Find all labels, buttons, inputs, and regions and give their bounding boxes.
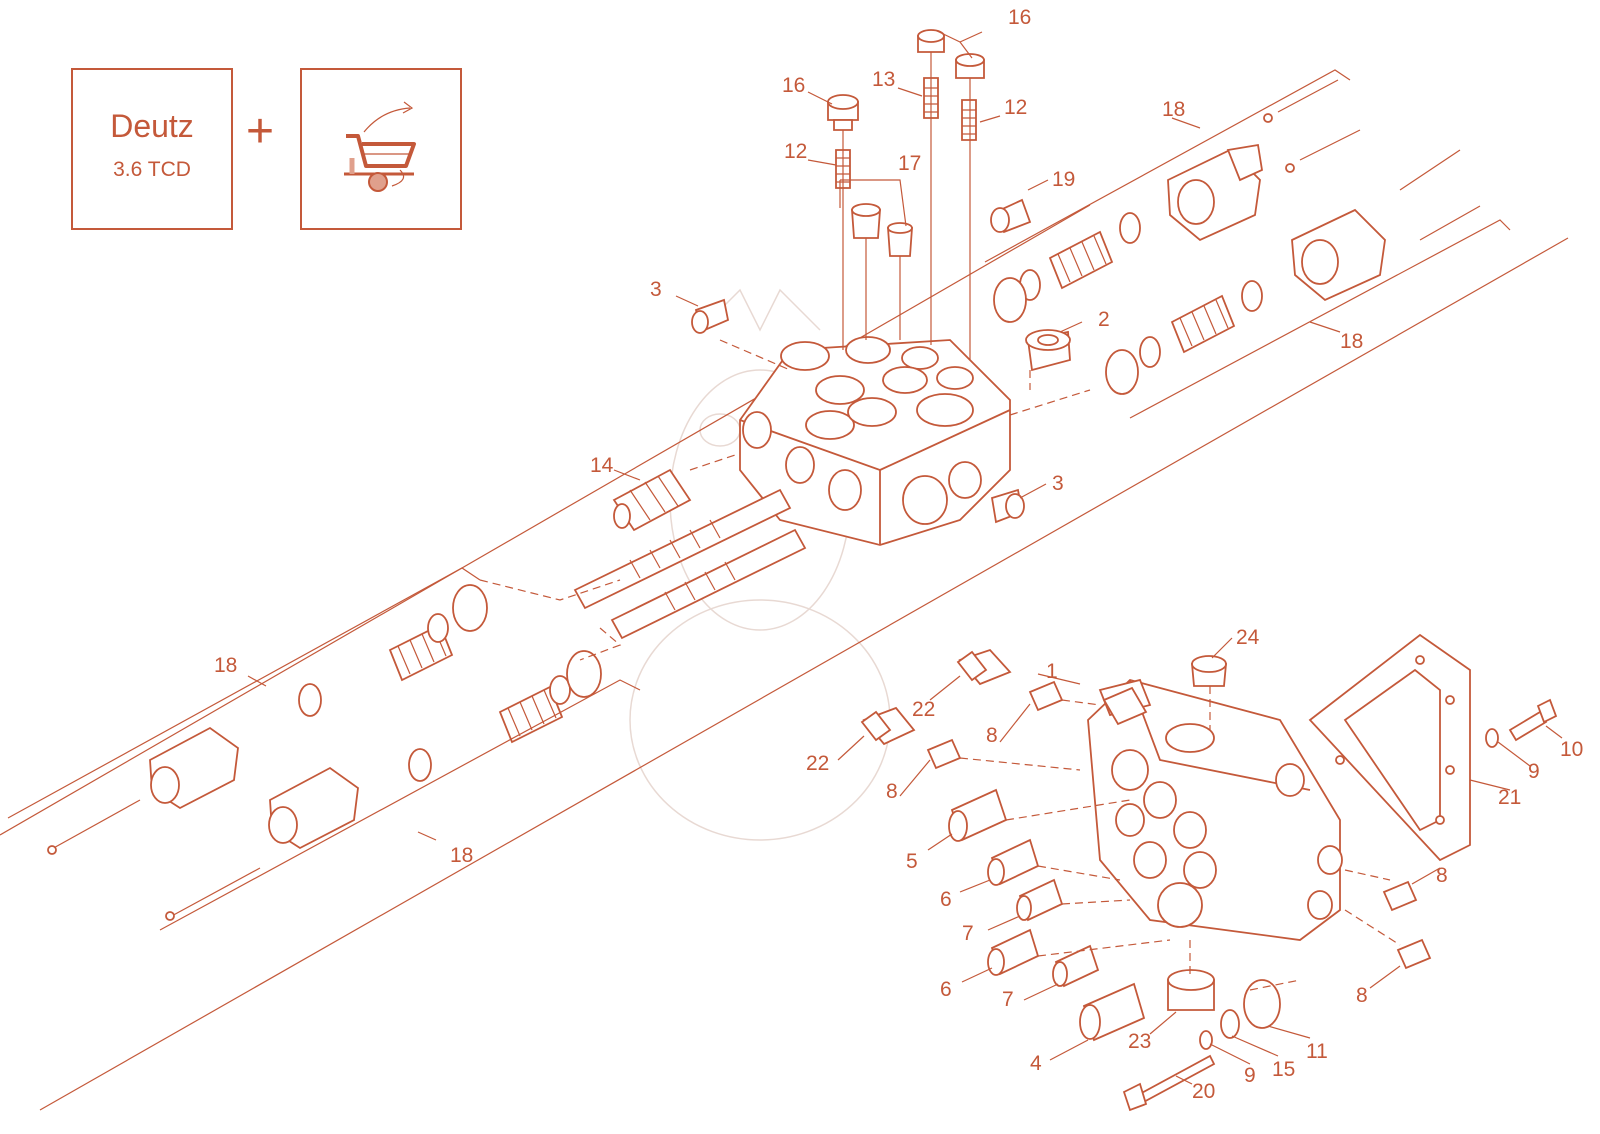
bracket-18-left-lower	[159, 679, 641, 931]
cap-16-mid	[917, 29, 945, 53]
callout-9: 9	[1528, 760, 1540, 783]
callout-24: 24	[1236, 626, 1260, 649]
fitting-8-b	[926, 738, 962, 770]
callout-16: 16	[1008, 6, 1031, 29]
diagonal-guide-line-upper	[0, 204, 1091, 836]
callout-18: 18	[1162, 98, 1185, 121]
check-valve-17-right	[887, 222, 913, 257]
callout-9: 9	[1244, 1064, 1256, 1087]
callout-7: 7	[962, 922, 974, 945]
solenoid-assembly-18-left-lower	[165, 650, 602, 921]
elbow-fitting-22-lower	[860, 706, 916, 746]
diagonal-guide-line	[39, 237, 1569, 1111]
callout-6: 6	[940, 978, 952, 1001]
bracket-18-left-upper	[7, 567, 481, 819]
relief-valve-14	[612, 468, 692, 532]
callout-17: 17	[898, 152, 921, 175]
plug-24	[1191, 655, 1227, 687]
fitting-8-a	[1028, 680, 1064, 712]
plug-3-left	[691, 298, 730, 334]
callout-18: 18	[1340, 330, 1363, 353]
callout-1: 1	[1046, 660, 1058, 683]
fitting-6-b	[987, 928, 1040, 976]
callout-13: 13	[872, 68, 895, 91]
engine-box: Deutz 3.6 TCD	[71, 68, 233, 230]
callout-4: 4	[1030, 1052, 1042, 1075]
callout-14: 14	[590, 454, 614, 477]
callout-8: 8	[986, 724, 998, 747]
callout-7: 7	[1002, 988, 1014, 1011]
fitting-6-a	[987, 838, 1040, 886]
spool-upper	[573, 488, 792, 610]
spool-lower	[610, 528, 807, 640]
callout-12: 12	[784, 140, 807, 163]
equipment-box	[300, 68, 462, 230]
plug-2	[1025, 329, 1071, 372]
fitting-4	[1079, 982, 1146, 1042]
cap-16-left	[827, 94, 859, 131]
callout-5: 5	[906, 850, 918, 873]
callout-19: 19	[1052, 168, 1075, 191]
callout-20: 20	[1192, 1080, 1215, 1103]
callout-16: 16	[782, 74, 805, 97]
callout-23: 23	[1128, 1030, 1151, 1053]
callout-18: 18	[214, 654, 237, 677]
lower-valve-block	[1087, 678, 1343, 941]
callout-8: 8	[1356, 984, 1368, 1007]
cap-16-right	[955, 53, 985, 79]
fitting-5	[948, 788, 1008, 842]
check-valve-17-left	[851, 203, 881, 239]
fitting-7-a	[1016, 878, 1064, 922]
bolt-20	[1122, 1054, 1216, 1112]
callout-8: 8	[886, 780, 898, 803]
washer-15	[1220, 1009, 1240, 1039]
elbow-fitting-22-upper	[956, 648, 1012, 686]
callout-10: 10	[1560, 738, 1583, 761]
callout-22: 22	[912, 698, 935, 721]
callout-22: 22	[806, 752, 829, 775]
bolt-10	[1508, 698, 1558, 742]
spring-12-right	[961, 99, 977, 141]
callout-12: 12	[1004, 96, 1027, 119]
fitting-7-b	[1052, 944, 1100, 988]
bracket-18-right	[1129, 219, 1511, 419]
callout-8: 8	[1436, 864, 1448, 887]
washer-9-right	[1485, 728, 1499, 748]
callout-11: 11	[1306, 1040, 1328, 1063]
relief-valve-1	[1102, 686, 1148, 726]
gasket-21	[1308, 633, 1471, 862]
plug-23	[1167, 969, 1215, 1011]
plug-3-right	[990, 488, 1025, 524]
solenoid-assembly-18-left-upper	[47, 584, 488, 855]
callout-3: 3	[1052, 472, 1064, 495]
engine-brand: Deutz	[110, 108, 194, 144]
callout-18: 18	[450, 844, 473, 867]
fitting-8-d	[1396, 938, 1432, 970]
plus-sign: +	[246, 105, 275, 158]
callout-21: 21	[1498, 786, 1521, 809]
plug-19	[990, 198, 1032, 234]
fitting-8-c	[1382, 880, 1418, 912]
bracket-18-upper	[984, 69, 1351, 263]
engine-model: 3.6 TCD	[113, 158, 191, 181]
solenoid-assembly-18-upper	[993, 79, 1461, 323]
washer-11	[1243, 979, 1281, 1029]
upper-valve-block	[739, 336, 1011, 546]
leader-lines	[247, 29, 1563, 1085]
callout-15: 15	[1272, 1058, 1295, 1081]
solenoid-assembly-18-lower-right	[1105, 205, 1481, 395]
callout-3: 3	[650, 278, 662, 301]
callout-2: 2	[1098, 308, 1110, 331]
tipping-trailer-icon	[344, 101, 416, 192]
callout-6: 6	[940, 888, 952, 911]
washer-9-bottom	[1199, 1030, 1213, 1050]
